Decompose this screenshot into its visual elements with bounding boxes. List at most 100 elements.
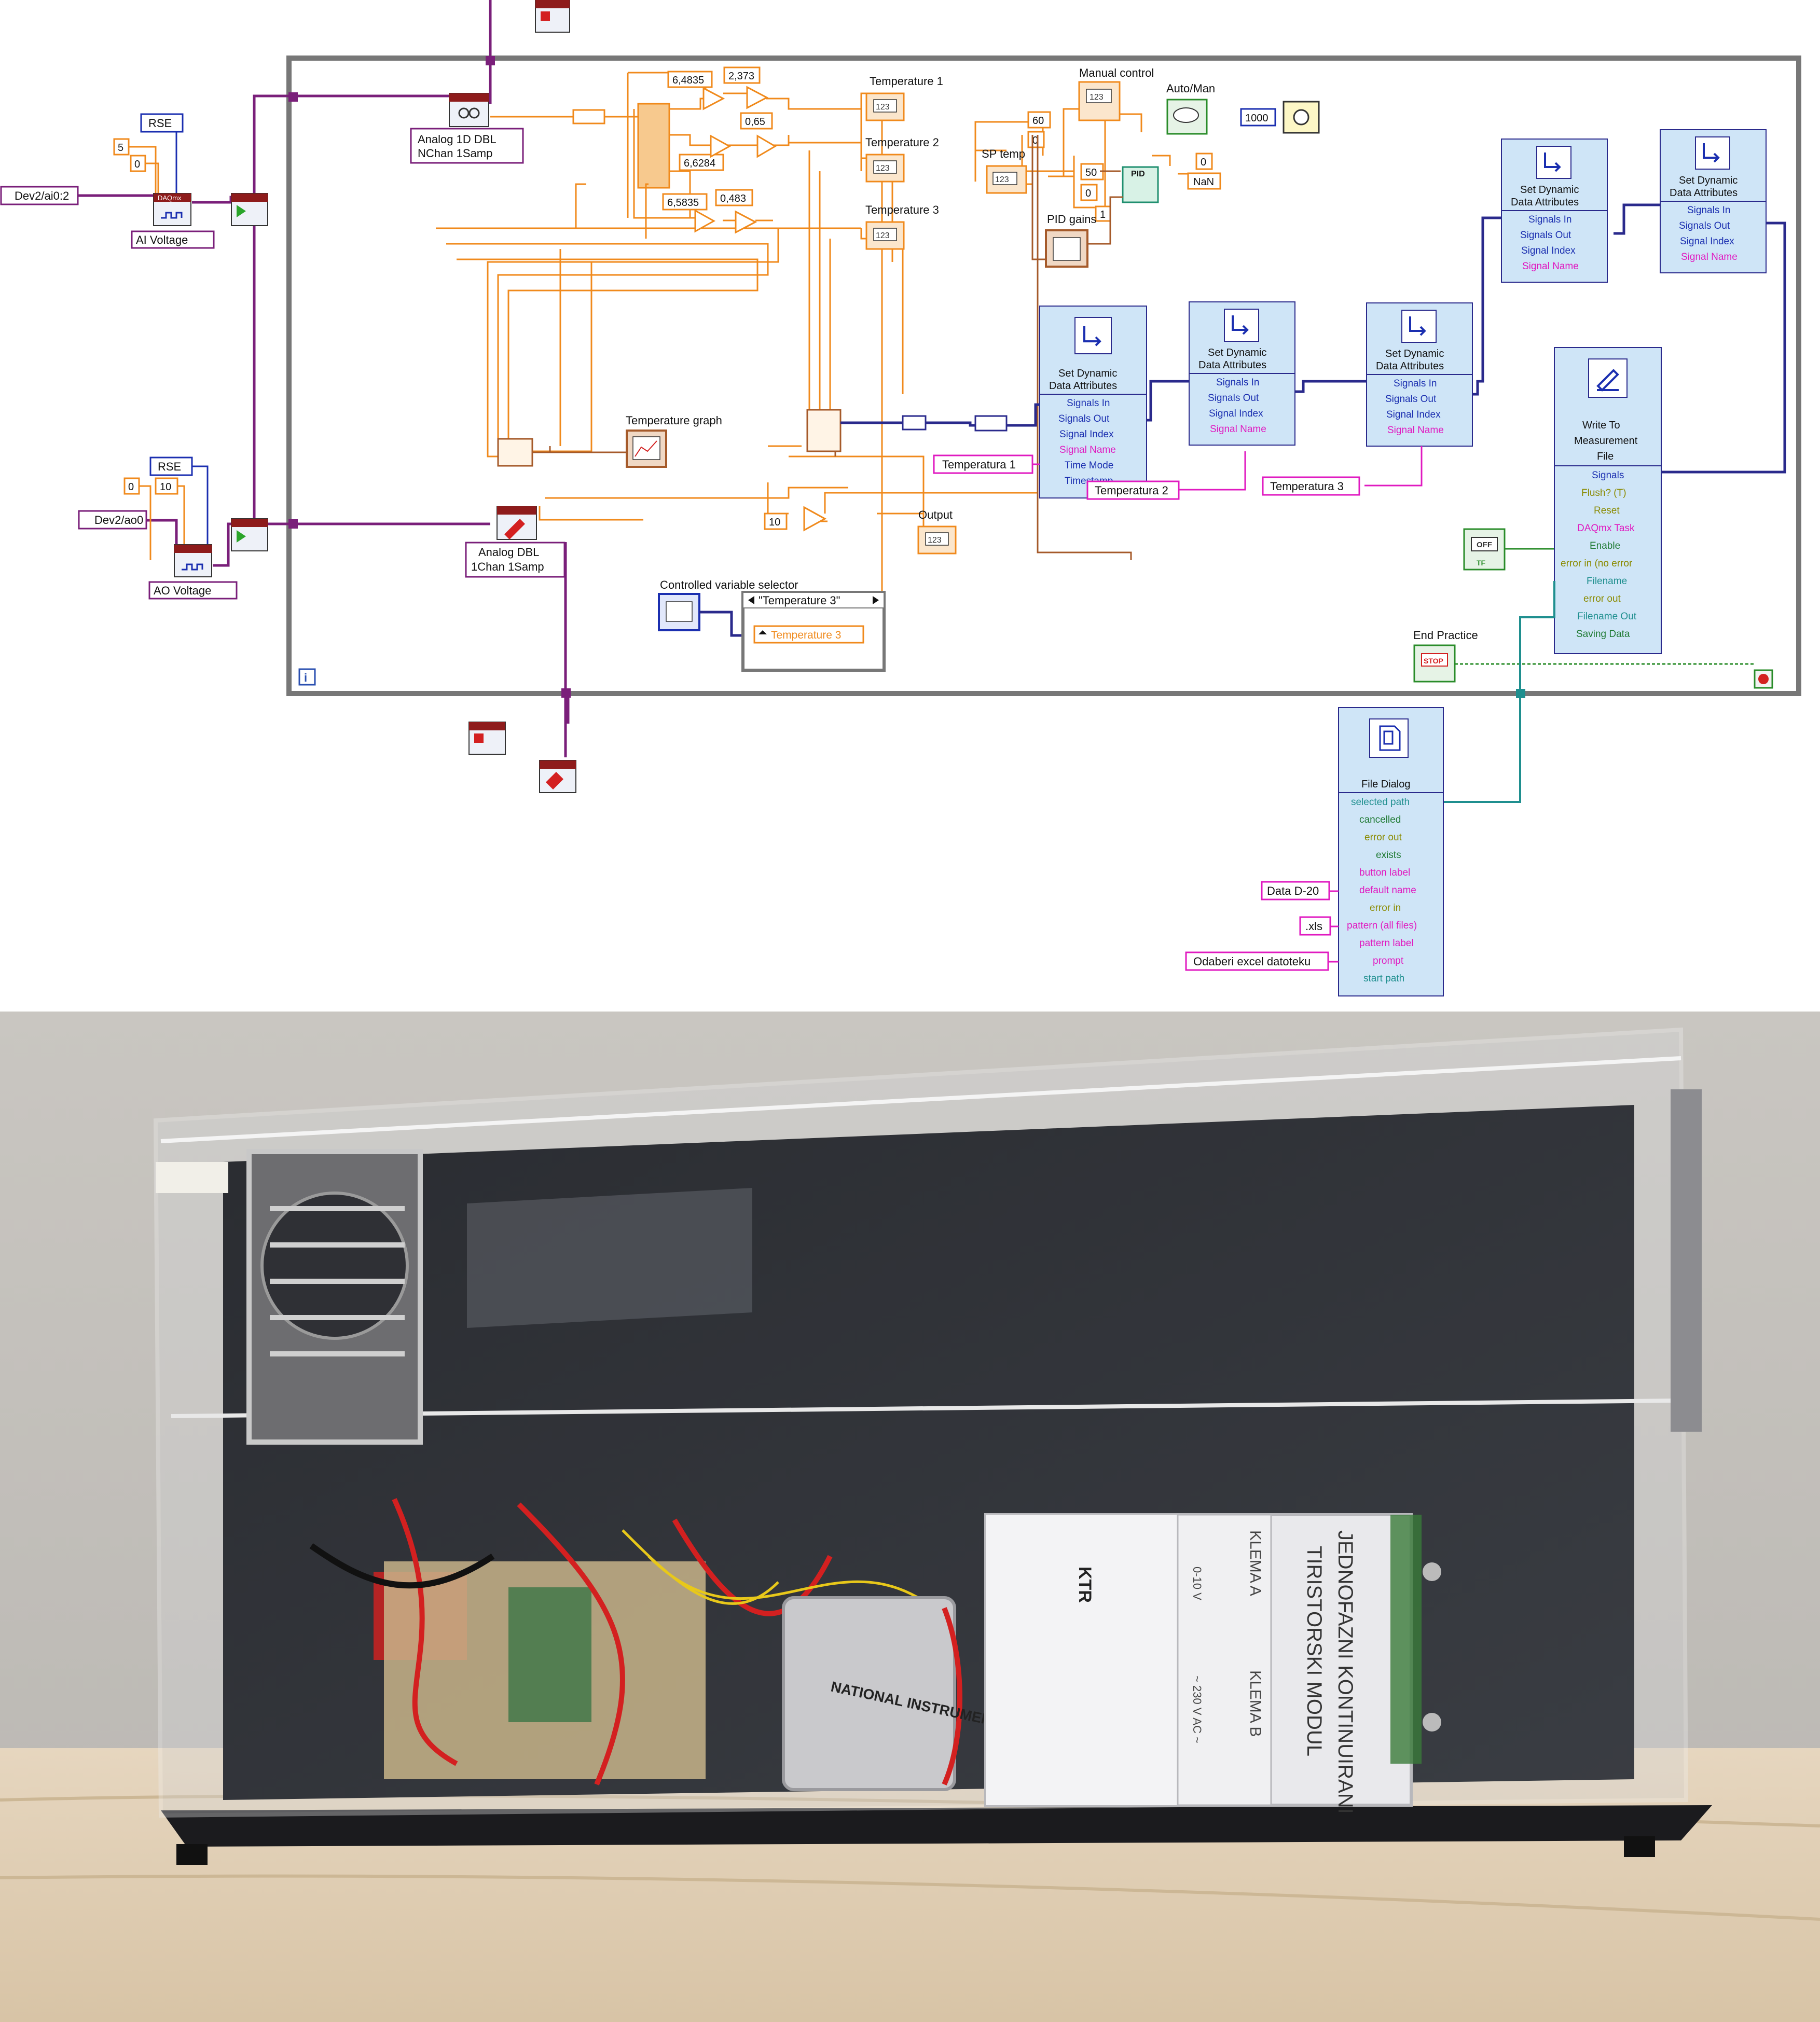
case-prev-arrow-icon[interactable]: [748, 596, 754, 604]
add-node[interactable]: [756, 134, 777, 158]
multiply-node-3[interactable]: [694, 209, 716, 233]
signal-name-1[interactable]: [933, 454, 1033, 474]
pattern-text: .xls: [1305, 920, 1322, 933]
pid-node[interactable]: [1122, 166, 1159, 203]
ao-setup-group: Dev2/ao0 RSE 0 10 AO Voltage: [78, 456, 268, 600]
ai-const-5[interactable]: [113, 138, 130, 156]
convert-from-dynamic-node[interactable]: [974, 415, 1008, 432]
multiply-node-2[interactable]: [710, 134, 732, 158]
ai-voltage-selector[interactable]: [131, 230, 215, 249]
write-to-measurement-file-node[interactable]: Write To Measurement File Signals Flush?…: [1554, 347, 1662, 654]
set-attr-3-pin-2: Signal Index: [1386, 409, 1441, 420]
ao-rse-constant[interactable]: [149, 456, 193, 476]
ao-rse-text: RSE: [158, 460, 181, 473]
write-file-icon: [1596, 369, 1619, 392]
ai-const-0-text: 0: [134, 159, 140, 170]
const-10-text: 10: [769, 517, 780, 528]
multiply-node-1[interactable]: [702, 87, 725, 110]
set-attr-node-1[interactable]: Set Dynamic Data Attributes Signals In S…: [1039, 306, 1147, 498]
const-50-text: 50: [1085, 167, 1097, 178]
ao-voltage-selector[interactable]: [148, 581, 238, 600]
set-attr-1-pin-0: Signals In: [1067, 398, 1110, 409]
temperature1-indicator[interactable]: [865, 92, 905, 121]
const-10[interactable]: [764, 513, 788, 530]
const-nan[interactable]: [1187, 172, 1221, 190]
set-attr-1-title2: Data Attributes: [1049, 380, 1117, 392]
default-name-constant[interactable]: [1261, 881, 1330, 901]
subtract-node-2[interactable]: [735, 210, 757, 234]
signal-name-2[interactable]: [1086, 480, 1180, 500]
analog-read-label-2: NChan 1Samp: [418, 147, 492, 160]
const-0-out[interactable]: [1195, 153, 1213, 170]
temperature1-glyph: 123: [876, 103, 890, 112]
set-attr-4-title2: Data Attributes: [1511, 197, 1579, 208]
analog-read-node[interactable]: [449, 93, 489, 127]
ao-const-10[interactable]: [155, 477, 178, 495]
const-0-65[interactable]: [740, 112, 773, 130]
set-attr-2-title2: Data Attributes: [1198, 359, 1266, 371]
set-attr-2-pin-2: Signal Index: [1209, 408, 1263, 419]
ai-channel-constant[interactable]: [0, 186, 79, 205]
case-next-arrow-icon[interactable]: [873, 596, 879, 604]
manual-control-glyph: 123: [1090, 93, 1104, 102]
const-0-65-text: 0,65: [745, 116, 765, 128]
const-1000[interactable]: [1240, 108, 1276, 127]
divide-node[interactable]: [803, 506, 827, 532]
controlled-variable-label: Controlled variable selector: [660, 578, 798, 591]
ao-create-channel-icon: [182, 563, 203, 571]
set-attr-node-3[interactable]: Set Dynamic Data Attributes Signals In S…: [1366, 302, 1473, 447]
const-0-pid-text: 0: [1085, 188, 1091, 199]
const-0-sp[interactable]: [1027, 131, 1045, 148]
set-attr-node-4[interactable]: Set Dynamic Data Attributes Signals In S…: [1501, 139, 1608, 283]
const-6-6284[interactable]: [679, 154, 724, 171]
const-0-pid[interactable]: [1080, 184, 1098, 201]
loop-iteration-glyph: i: [304, 671, 307, 684]
loop-iteration-terminal: [298, 668, 316, 686]
set-attr-3-title2: Data Attributes: [1376, 361, 1444, 372]
case-selector-label[interactable]: [742, 592, 885, 608]
ai-rse-text: RSE: [148, 117, 172, 130]
pattern-constant[interactable]: [1299, 916, 1331, 936]
set-attr-node-5[interactable]: Set Dynamic Data Attributes Signals In S…: [1660, 129, 1767, 273]
index-array-node[interactable]: [637, 103, 670, 189]
const-6-4835[interactable]: [667, 71, 713, 88]
analog-read-label-1: Analog 1D DBL: [418, 133, 497, 146]
end-practice-label: End Practice: [1413, 629, 1478, 642]
ai-rse-constant[interactable]: [140, 113, 184, 133]
signal-name-3[interactable]: [1262, 476, 1360, 496]
const-1[interactable]: [1095, 205, 1111, 222]
analog-write-label-2: 1Chan 1Samp: [471, 560, 544, 573]
set-attr-icon-1: [1083, 326, 1101, 347]
to-array-node[interactable]: [572, 109, 605, 124]
const-60[interactable]: [1027, 111, 1051, 129]
sp-temp-glyph: 123: [995, 175, 1009, 184]
const-2-373[interactable]: [723, 66, 761, 84]
pid-glyph: PID: [1131, 170, 1145, 178]
temperature-graph-build-node[interactable]: [497, 438, 533, 467]
ao-channel-text: Dev2/ao0: [94, 514, 143, 527]
write-pin-2: Reset: [1594, 505, 1620, 516]
convert-to-dynamic-node[interactable]: [902, 415, 927, 431]
const-0-483-text: 0,483: [720, 193, 746, 204]
file-dialog-icon: [1379, 725, 1401, 751]
case-enum-constant[interactable]: [753, 625, 864, 644]
prompt-constant[interactable]: [1185, 951, 1329, 971]
analog-read-selector[interactable]: [410, 128, 524, 164]
file-dialog-node[interactable]: File Dialog selected path cancelled erro…: [1338, 707, 1444, 996]
temperature3-label: Temperature 3: [865, 203, 939, 216]
signal-name-1-text: Temperatura 1: [942, 458, 1016, 471]
analog-write-label-1: Analog DBL: [478, 546, 539, 559]
klema-a-text: KLEMA A: [1247, 1530, 1264, 1596]
const-6-5835[interactable]: [662, 193, 708, 211]
while-loop-frame[interactable]: [286, 56, 1801, 696]
ao-channel-constant[interactable]: [78, 510, 147, 530]
ai-const-0[interactable]: [130, 155, 146, 172]
bundle-node[interactable]: [806, 409, 842, 452]
set-attr-node-2[interactable]: Set Dynamic Data Attributes Signals In S…: [1189, 301, 1295, 446]
analog-write-selector[interactable]: [465, 542, 566, 578]
arithmetic-nodes: [694, 86, 827, 532]
const-0-483[interactable]: [715, 189, 753, 206]
subtract-node-1[interactable]: [746, 86, 769, 109]
hardware-photo: NATIONAL INSTRUMENTS KTR KLEMA A KLEMA B…: [0, 1012, 1820, 2022]
analog-write-node[interactable]: [497, 506, 537, 540]
